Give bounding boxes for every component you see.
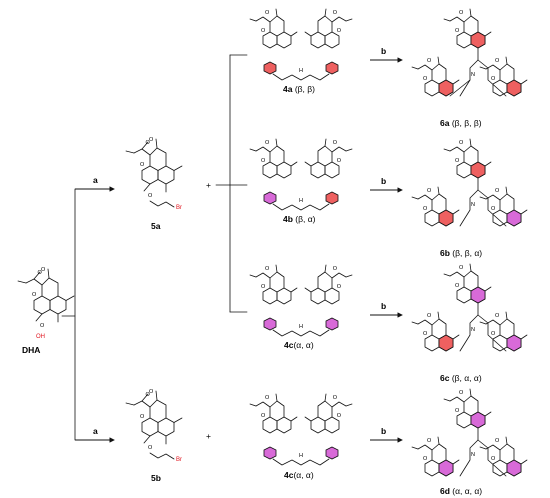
product-6d-n: N	[471, 452, 475, 458]
product-6c-n: N	[471, 327, 475, 333]
amine-bracket	[215, 54, 248, 313]
amine-4c-label: 4c(α, α)	[284, 340, 314, 350]
product-6d-label: 6d (α, α, α)	[440, 486, 482, 496]
bromine-atom-5b: Br	[176, 457, 182, 463]
amine-nh-4a: H	[299, 68, 303, 74]
product-6b-n: N	[471, 202, 475, 208]
bromine-atom-5a: Br	[176, 205, 182, 211]
amine-nh-4c: H	[299, 324, 303, 330]
amine-4c-bottom-label: 4c(α, α)	[284, 470, 314, 480]
compound-5b-label: 5b	[151, 473, 161, 483]
product-6b-structure	[411, 138, 528, 227]
compound-5b-structure	[125, 388, 183, 460]
amine-4b-label: 4b (β, α)	[283, 214, 316, 224]
plus-sign-bottom: +	[206, 431, 211, 441]
dha-hydroxyl: OH	[36, 334, 45, 340]
reagent-a-bottom: a	[93, 426, 98, 436]
plus-sign-top: +	[206, 180, 211, 190]
amine-nh-4c-bottom: H	[299, 453, 303, 459]
branch-lines	[61, 186, 115, 443]
product-6a-label: 6a (β, β, β)	[440, 118, 482, 128]
compound-5a-label: 5a	[151, 221, 161, 231]
amine-nh-4b: H	[299, 198, 303, 204]
reagent-b-1: b	[381, 46, 386, 56]
dha-label: DHA	[22, 345, 40, 355]
product-6c-structure	[411, 263, 528, 352]
compound-5a-structure	[125, 136, 183, 208]
product-6a-structure	[411, 8, 528, 97]
amine-4c-bottom-structure	[249, 393, 353, 466]
dha-structure	[17, 266, 75, 330]
product-6b-label: 6b (β, β, α)	[440, 248, 482, 258]
reagent-b-2: b	[381, 176, 386, 186]
reagent-b-3: b	[381, 301, 386, 311]
reagent-b-4: b	[381, 426, 386, 436]
amine-4c-structure	[249, 264, 353, 337]
product-6d-structure	[411, 388, 528, 477]
product-6a-n: N	[471, 72, 475, 78]
reagent-a-top: a	[93, 175, 98, 185]
product-6c-label: 6c (β, α, α)	[440, 373, 482, 383]
amine-4b-structure	[249, 138, 353, 211]
amine-4a-label: 4a (β, β)	[283, 84, 315, 94]
amine-4a-structure	[249, 8, 353, 81]
